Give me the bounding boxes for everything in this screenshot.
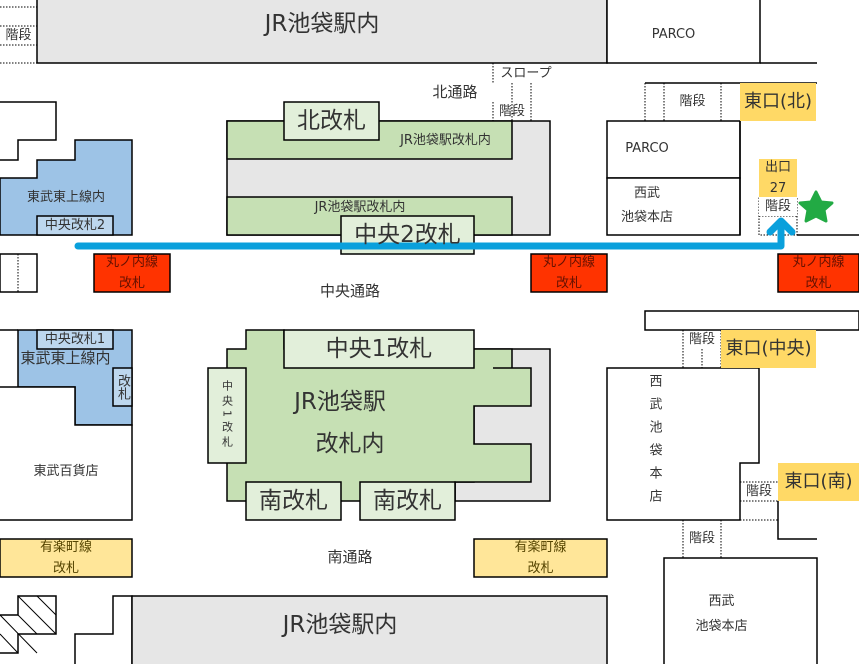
stairs-top-left-label: 階段 — [5, 28, 32, 43]
marunouchi-gate-3-label: 丸ノ内線 改札 — [778, 254, 859, 292]
yurakucho-gate-left-line1: 有楽町線 — [39, 540, 92, 555]
east-central-canopy — [644, 310, 859, 331]
stairs-north-label: 階段 — [498, 104, 525, 119]
stairs-seibu-between-label: 階段 — [688, 530, 715, 546]
seibu-lower-line2: 池袋本店 — [695, 618, 748, 634]
central1-side-gate-box — [207, 367, 247, 464]
south-passage-label: 南通路 — [327, 547, 373, 566]
marunouchi-gate-1-line2: 改札 — [118, 276, 145, 291]
tobu-dept-store — [0, 386, 133, 521]
yurakucho-gate-right-label: 有楽町線 改札 — [474, 539, 607, 577]
parco-top-label: PARCO — [651, 26, 696, 42]
jr-main-label-line1: JR池袋駅 — [294, 388, 386, 415]
exit-27-line1: 出口 — [764, 160, 791, 175]
south-gate-2-label: 南改札 — [373, 487, 442, 514]
jr-concourse-bottom-label: JR池袋駅内 — [282, 611, 398, 638]
central1-gate-label: 中央1改札 — [325, 335, 433, 362]
stairs-east-central-label: 階段 — [688, 332, 715, 347]
seibu-vertical-label: 西武池袋本店 — [646, 374, 662, 512]
tobu-central2-gate — [36, 215, 114, 236]
marunouchi-gate-3-line1: 丸ノ内線 — [792, 255, 845, 270]
central1-gate-box — [283, 329, 475, 369]
seibu-lower-block — [663, 557, 818, 664]
parco-mid-block — [606, 120, 741, 179]
marunouchi-gate-2-line1: 丸ノ内線 — [542, 255, 595, 270]
tobu-side-gate-label: 改札 — [115, 374, 130, 400]
seibu-lower-line1: 西武 — [708, 593, 735, 609]
exit-27-label: 出口 27 — [759, 159, 797, 197]
tobu-side-gate — [112, 367, 133, 407]
slope-label: スロープ — [500, 65, 552, 81]
tobu-central1-gate — [36, 329, 114, 350]
seibu-upper-line2: 池袋本店 — [620, 209, 673, 225]
tobu-central1-label: 中央改札1 — [44, 332, 106, 347]
marunouchi-gate-2-label: 丸ノ内線 改札 — [531, 254, 607, 292]
north-gate-box — [283, 101, 380, 141]
marunouchi-gate-3-line2: 改札 — [805, 276, 832, 291]
stairs-exit27-label: 階段 — [759, 197, 797, 216]
central1-side-gate-label: 中央1改札 — [220, 379, 234, 451]
north-gate-label: 北改札 — [297, 107, 366, 134]
exit-27-line2: 27 — [769, 181, 787, 196]
seibu-upper-line1: 西武 — [633, 185, 660, 201]
yurakucho-gate-left — [0, 538, 133, 578]
stairs-east-north-label: 階段 — [679, 93, 706, 109]
marunouchi-gate-3 — [777, 253, 859, 293]
jr-gate-inside-2-label: JR池袋駅改札内 — [314, 199, 406, 215]
parco-mid-label: PARCO — [625, 140, 669, 156]
east-exit-north: 東口(北) — [740, 83, 816, 121]
south-gate-1-label: 南改札 — [259, 487, 328, 514]
marunouchi-gate-1-line1: 丸ノ内線 — [105, 255, 158, 270]
yurakucho-gate-left-line2: 改札 — [52, 561, 79, 576]
tobu-central2-label: 中央改札2 — [44, 218, 106, 233]
jr-gate-inside-1-label: JR池袋駅改札内 — [400, 132, 491, 148]
jr-main-inside — [226, 329, 532, 502]
south-gate-1-box — [245, 481, 342, 521]
jr-concourse-top-label: JR池袋駅内 — [264, 10, 380, 37]
central2-gate-label: 中央2改札 — [354, 221, 461, 248]
marunouchi-gate-1 — [93, 253, 171, 293]
parco-top-block — [606, 0, 761, 64]
south-gate-2-box — [359, 481, 456, 521]
stairs-east-south-label: 階段 — [745, 484, 772, 499]
tobu-dept-label: 東武百貨店 — [33, 463, 99, 479]
jr-concourse-top — [36, 0, 608, 64]
marunouchi-gate-2-line2: 改札 — [555, 276, 582, 291]
north-passage-label: 北通路 — [432, 82, 478, 101]
yurakucho-gate-right — [473, 538, 608, 578]
tobu-upper-label: 東武東上線内 — [26, 189, 105, 205]
marunouchi-gate-2 — [530, 253, 608, 293]
yurakucho-gate-left-label: 有楽町線 改札 — [0, 539, 132, 577]
east-exit-south: 東口(南) — [778, 463, 859, 501]
star-icon — [798, 190, 834, 223]
route-arrow-icon — [74, 217, 796, 250]
east-exit-central: 東口(中央) — [721, 330, 816, 368]
building-left-upper — [0, 101, 57, 161]
central-passage-label: 中央通路 — [319, 281, 380, 300]
marunouchi-gate-1-label: 丸ノ内線 改札 — [94, 254, 170, 292]
yurakucho-gate-right-line1: 有楽町線 — [514, 540, 567, 555]
yurakucho-gate-right-line2: 改札 — [527, 561, 554, 576]
tobu-lower-label: 東武東上線内 — [20, 349, 111, 367]
jr-concourse-bottom — [131, 595, 608, 664]
seibu-vertical-block — [606, 367, 760, 521]
jr-main-label-line2: 改札内 — [315, 430, 385, 457]
